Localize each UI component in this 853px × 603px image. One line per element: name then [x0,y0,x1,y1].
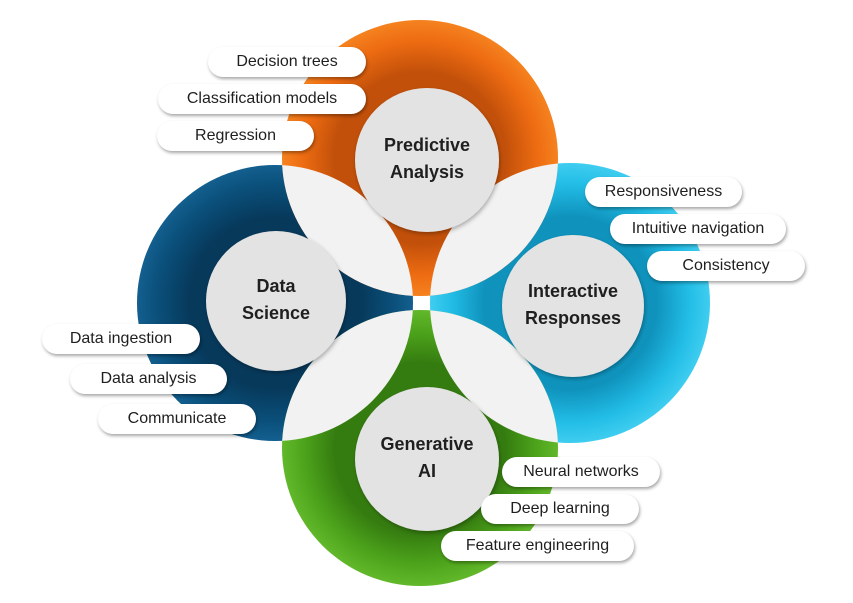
tag-feature-engineering: Feature engineering [441,531,634,561]
hub-title-line1: Data [256,276,296,296]
tag-consistency: Consistency [647,251,805,281]
hub-title-line1: Generative [380,434,473,454]
hub-title-line2: Responses [525,308,621,328]
tag-data-analysis: Data analysis [70,364,227,394]
hub-title-line1: Interactive [528,281,618,301]
tag-decision-trees: Decision trees [208,47,366,77]
tag-intuitive-navigation: Intuitive navigation [610,214,786,244]
hub-title-line2: Analysis [390,162,464,182]
hub-predictive-analysis: Predictive Analysis [355,88,499,232]
overlap-petals [282,163,558,443]
hub-title-line1: Predictive [384,135,470,155]
hub-generative-ai: Generative AI [355,387,499,531]
hub-interactive-responses: Interactive Responses [502,235,644,377]
tag-communicate: Communicate [98,404,256,434]
hub-data-science: Data Science [206,231,346,371]
hub-title-line2: Science [242,303,310,323]
tag-responsiveness: Responsiveness [585,177,742,207]
tag-classification-models: Classification models [158,84,366,114]
tag-regression: Regression [157,121,314,151]
tag-neural-networks: Neural networks [502,457,660,487]
tag-deep-learning: Deep learning [481,494,639,524]
hub-title-line2: AI [418,461,436,481]
tag-data-ingestion: Data ingestion [42,324,200,354]
